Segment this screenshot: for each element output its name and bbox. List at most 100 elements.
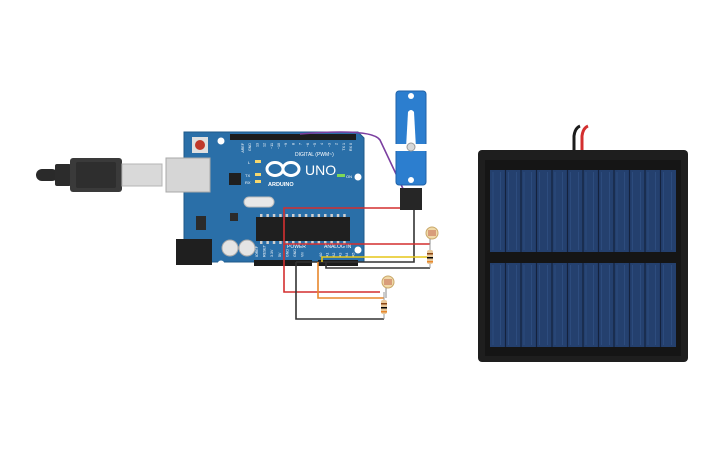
pin-label: 8	[291, 143, 295, 145]
solar-cells	[490, 170, 676, 347]
led-l	[255, 160, 261, 163]
usb-strain-relief	[55, 164, 71, 186]
pin-label: 2	[335, 143, 339, 145]
pin-label: ~10	[277, 143, 281, 149]
wire-servo-signal[interactable]	[299, 131, 406, 194]
ic-pin	[292, 214, 295, 217]
resistor-band	[381, 303, 387, 305]
digital-header[interactable]	[230, 134, 356, 140]
pin-label: IOREF	[255, 245, 259, 257]
resistor[interactable]	[381, 292, 387, 319]
pin-label: Vin	[301, 252, 305, 257]
wire-gnd-resistor1[interactable]	[325, 262, 430, 269]
solar-lead-black	[572, 124, 581, 153]
usb-cable[interactable]	[36, 158, 163, 192]
wire-gnd-servo[interactable]	[296, 208, 415, 263]
wire-5v-ldr2[interactable]	[283, 262, 380, 293]
ic-pin	[330, 214, 333, 217]
pin-label: 7	[299, 143, 303, 145]
pin-label: AREF	[241, 142, 245, 152]
ic-pin	[336, 241, 340, 244]
usb-port	[165, 157, 211, 193]
pin-label: 12	[263, 143, 267, 147]
wire-gnd-resistor2[interactable]	[295, 262, 384, 320]
pin-label: A4	[345, 253, 349, 257]
pin-label: GND	[285, 249, 289, 257]
pin-label: A2	[332, 253, 336, 257]
atmega-pins	[260, 214, 346, 244]
resistor-band	[427, 257, 433, 259]
led-tx	[255, 173, 261, 176]
ic-pin	[260, 241, 263, 244]
pin-label: 4	[320, 143, 324, 145]
ic-pin	[317, 214, 321, 217]
ic-pin	[298, 214, 301, 217]
ic-pin	[266, 214, 269, 217]
ic-pin	[324, 214, 327, 217]
led-on-label: ON	[346, 174, 352, 179]
ic-pin	[292, 241, 295, 244]
resistor-band	[381, 307, 387, 309]
regulator	[196, 216, 206, 230]
solar-panel[interactable]	[478, 124, 688, 362]
ic-pin	[285, 214, 289, 217]
wires[interactable]	[283, 131, 430, 320]
pin-label: A5	[352, 253, 356, 257]
power-header[interactable]	[254, 260, 312, 266]
power-header-label: POWER	[287, 244, 306, 250]
pin-label: GND	[248, 143, 252, 151]
usb-chip	[229, 173, 241, 185]
digital-header-label: DIGITAL (PWM~)	[295, 152, 334, 158]
mount-hole	[354, 246, 362, 254]
pin-label: A3	[339, 253, 343, 257]
ic-pin	[343, 241, 346, 244]
smd-chip	[230, 213, 238, 221]
servo-motor[interactable]	[392, 90, 430, 210]
wire-a1-ldr2[interactable]	[317, 262, 384, 299]
pin-label: ~5	[313, 143, 317, 147]
pin-label: RX 0	[349, 143, 353, 151]
mount-hole	[217, 137, 225, 145]
led-l-label: L	[248, 160, 251, 165]
pin-label: ~6	[306, 143, 310, 147]
servo-connector[interactable]	[400, 188, 422, 210]
analog-header[interactable]	[318, 260, 358, 266]
capacitor	[238, 239, 256, 257]
ic-pin	[266, 241, 269, 244]
capacitor	[221, 239, 239, 257]
servo-horn[interactable]	[406, 110, 416, 151]
resistor-band	[427, 253, 433, 255]
resistor-band	[427, 261, 433, 263]
photoresistor[interactable]	[425, 226, 439, 257]
resistor[interactable]	[427, 244, 433, 268]
ic-pin	[304, 241, 308, 244]
mount-hole	[354, 173, 362, 181]
resistor-band	[381, 311, 387, 313]
servo-mount-hole	[408, 93, 414, 99]
ic-pin	[304, 214, 308, 217]
ic-pin	[343, 214, 346, 217]
pin-label: 3.3V	[270, 249, 274, 257]
servo-shaft	[406, 142, 416, 152]
power-jack	[176, 239, 212, 265]
wire-a0-ldr1[interactable]	[321, 256, 430, 262]
pin-label: RESET	[263, 244, 267, 257]
ic-pin	[298, 241, 301, 244]
photoresistor-trace	[428, 230, 436, 236]
ic-pin	[311, 214, 314, 217]
analog-header-label: ANALOG IN	[324, 244, 352, 250]
usb-plug-grip	[76, 162, 116, 188]
pin-label: TX 1	[342, 143, 346, 151]
ic-pin	[279, 214, 282, 217]
ic-pin	[317, 241, 321, 244]
mount-hole	[217, 260, 225, 268]
photoresistor[interactable]	[381, 275, 395, 298]
ic-pin	[285, 241, 289, 244]
usb-cable-end	[36, 169, 58, 181]
solar-lead-red	[580, 124, 589, 153]
